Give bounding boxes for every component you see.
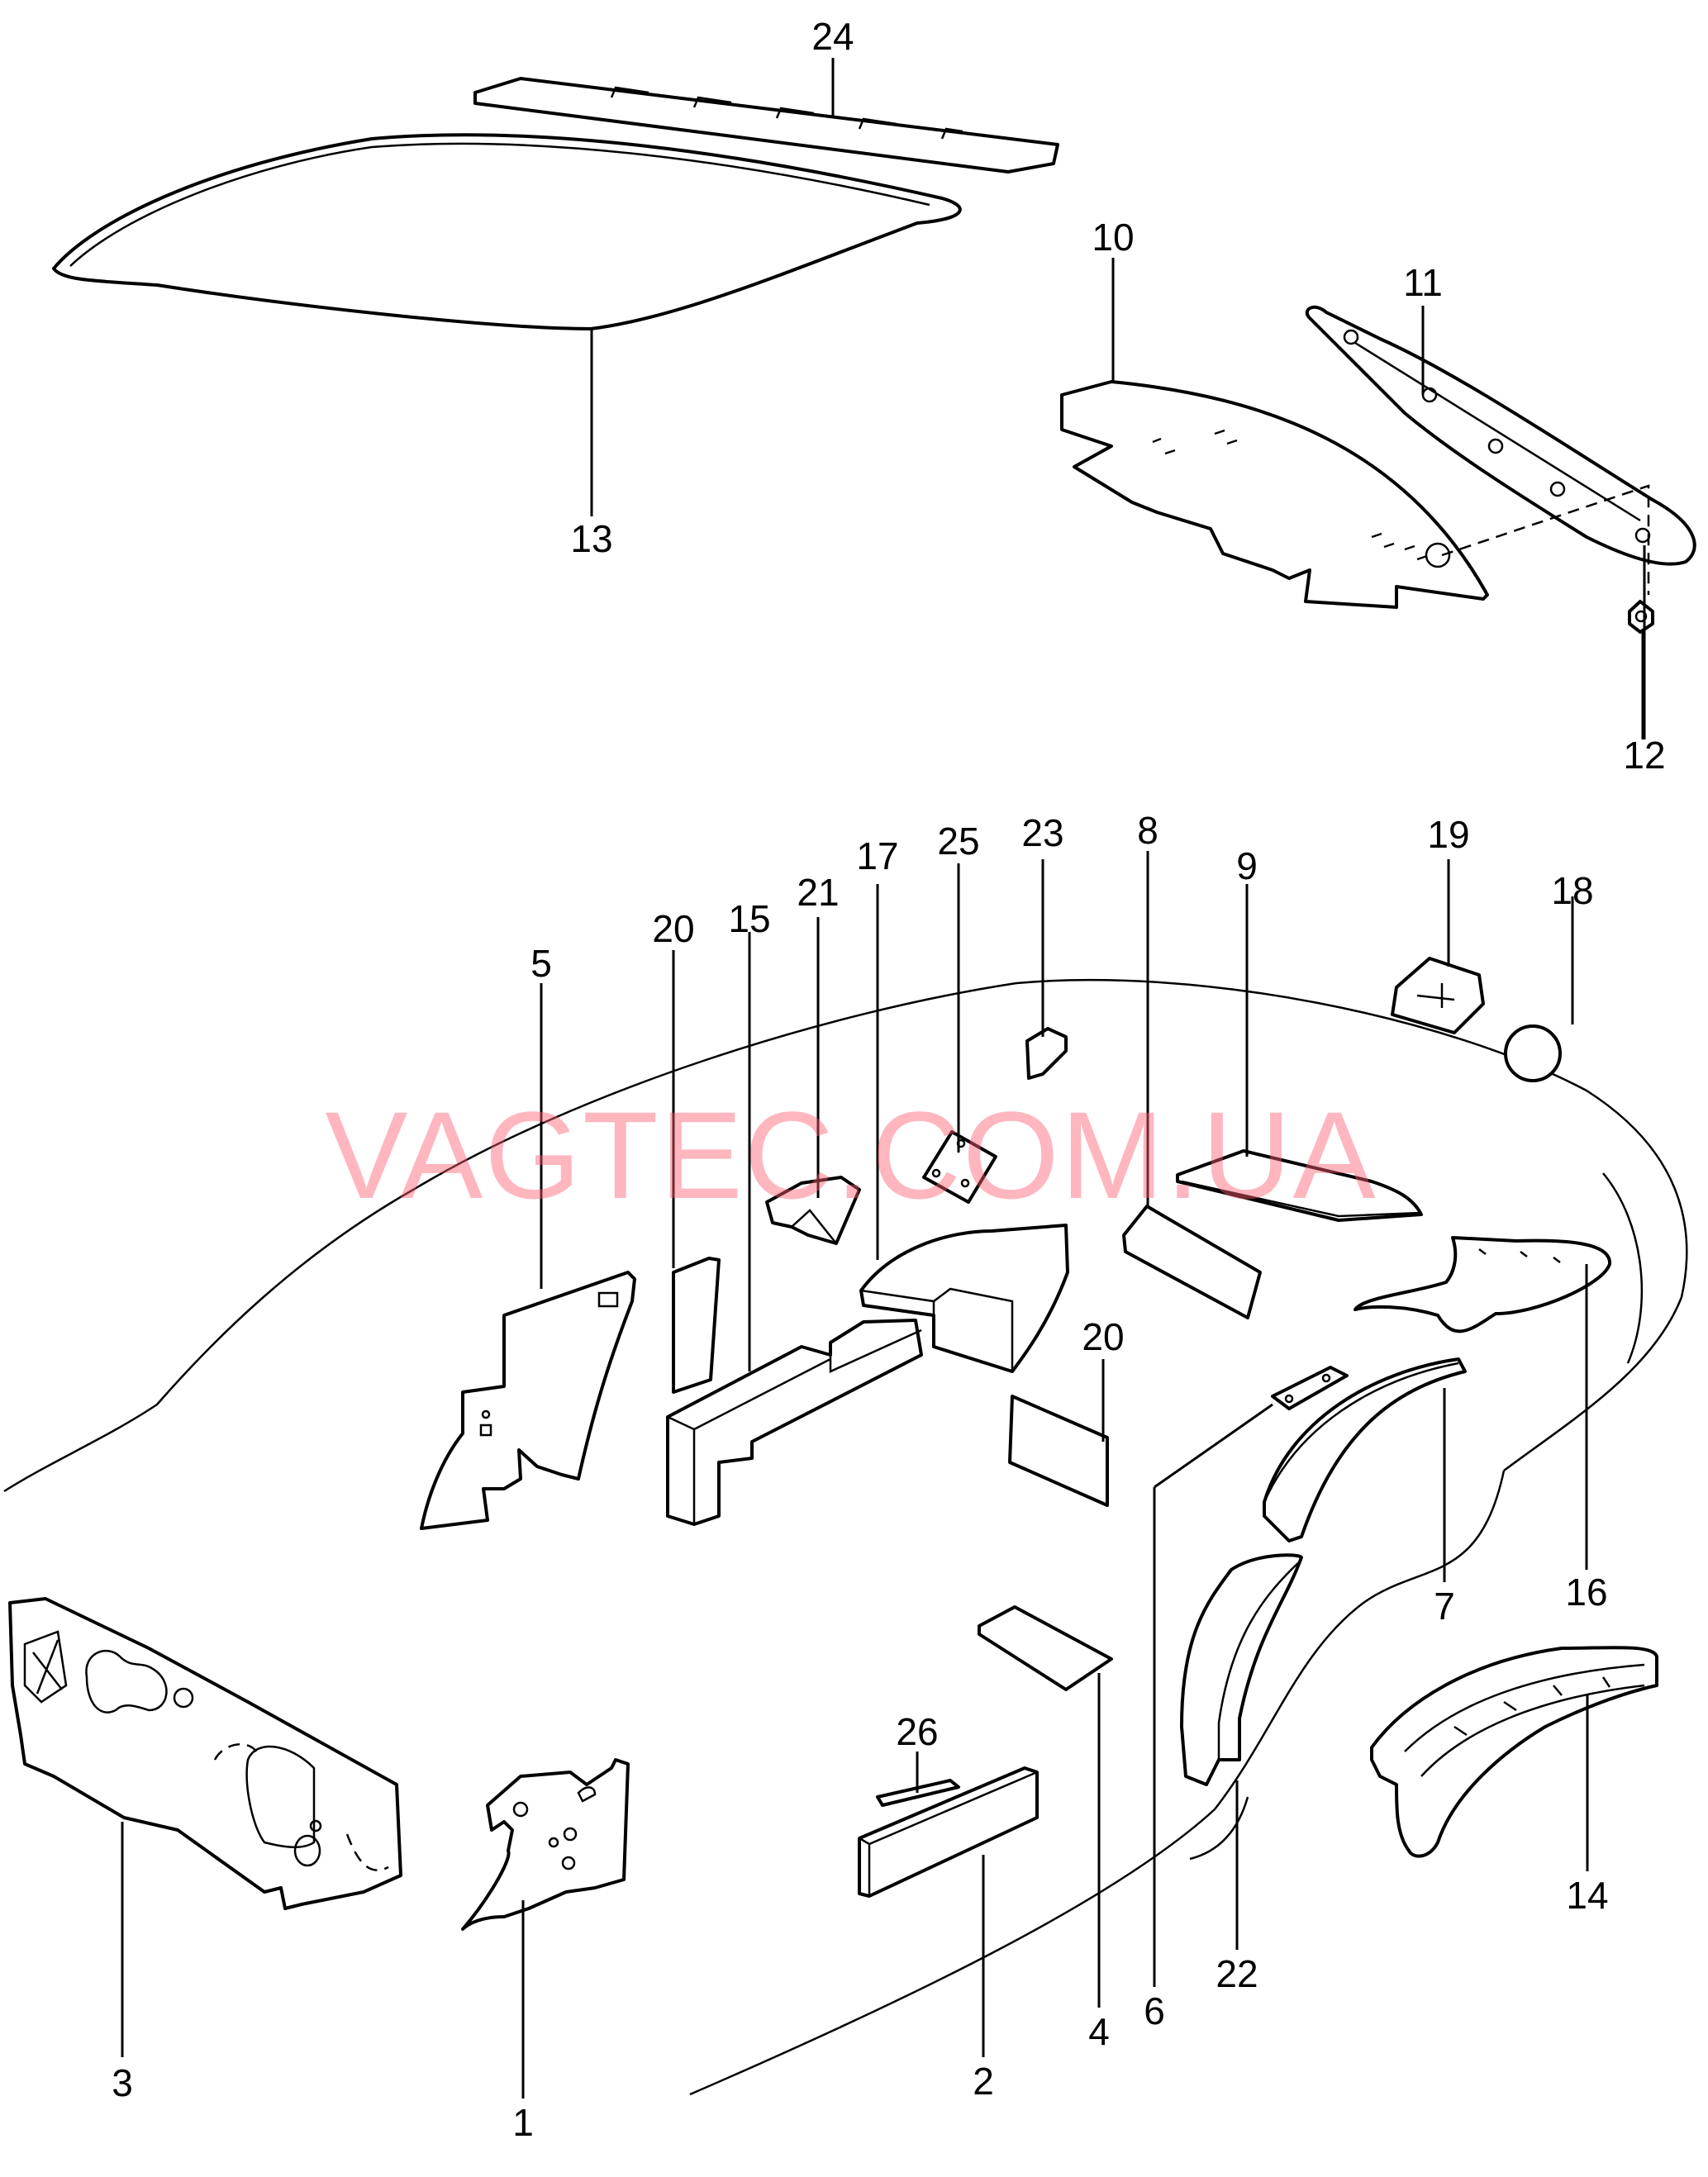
callout-7: 7 — [1434, 1585, 1455, 1628]
part-17-block — [859, 1224, 1069, 1373]
part-7-arch — [1263, 1357, 1467, 1542]
part-10-panel — [1060, 380, 1489, 609]
part-20-pad-lower — [1008, 1395, 1109, 1507]
callout-5: 5 — [530, 942, 552, 985]
part-18-plug — [1504, 1024, 1562, 1082]
callout-14: 14 — [1566, 1874, 1608, 1917]
callout-21: 21 — [797, 871, 839, 914]
part-15-foam — [666, 1319, 923, 1526]
callout-24: 24 — [811, 15, 854, 58]
part-1-panel — [461, 1758, 630, 1931]
callout-17: 17 — [856, 834, 898, 877]
part-23-pad — [1025, 1027, 1068, 1080]
callout-labels: 24 13 10 11 12 18 19 9 8 23 25 17 21 15 … — [112, 15, 1665, 2144]
callout-23: 23 — [1021, 811, 1063, 854]
watermark-text: VAGTEC.COM.UA — [325, 1086, 1377, 1224]
callout-13: 13 — [570, 517, 612, 560]
part-22-arch — [1180, 1553, 1303, 1786]
callout-6: 6 — [1144, 1989, 1165, 2032]
callout-12: 12 — [1623, 734, 1665, 777]
callout-20-upper: 20 — [652, 907, 694, 950]
part-2-block — [858, 1766, 1039, 1898]
part-3-bulkhead — [8, 1597, 402, 1910]
callout-1: 1 — [512, 2101, 534, 2144]
callout-22: 22 — [1216, 1952, 1258, 1995]
part-16-panel — [1354, 1236, 1611, 1333]
callout-19: 19 — [1427, 813, 1469, 856]
callout-10: 10 — [1092, 216, 1134, 259]
part-14-wheelhouse — [1370, 1646, 1658, 1858]
part-5-panel — [420, 1271, 636, 1530]
part-12-nut — [1628, 600, 1654, 634]
callout-26: 26 — [896, 1710, 938, 1753]
callout-16: 16 — [1565, 1571, 1607, 1614]
part-8-strip — [1122, 1205, 1262, 1319]
part-4-pad — [978, 1605, 1113, 1691]
car-body-outline — [3, 978, 1688, 2096]
callout-2: 2 — [973, 2060, 994, 2103]
part-11-beam — [1305, 305, 1696, 566]
callout-15: 15 — [728, 897, 770, 940]
part-9-panel — [1176, 1149, 1423, 1222]
callout-3: 3 — [112, 2061, 133, 2104]
callout-20-lower: 20 — [1082, 1315, 1124, 1358]
callout-25: 25 — [937, 820, 979, 863]
part-24-strip — [473, 77, 1059, 173]
part-20-pad-upper — [672, 1257, 721, 1394]
callout-9: 9 — [1236, 844, 1258, 887]
leader-lines — [121, 58, 1646, 2099]
part-6-plate — [1271, 1366, 1349, 1410]
part-13-headliner — [52, 133, 962, 330]
callout-4: 4 — [1088, 2010, 1110, 2053]
callout-8: 8 — [1137, 809, 1158, 852]
callout-18: 18 — [1551, 869, 1593, 912]
callout-11: 11 — [1403, 261, 1443, 304]
part-25-pad — [922, 1130, 997, 1204]
part-19-pad — [1391, 957, 1485, 1034]
